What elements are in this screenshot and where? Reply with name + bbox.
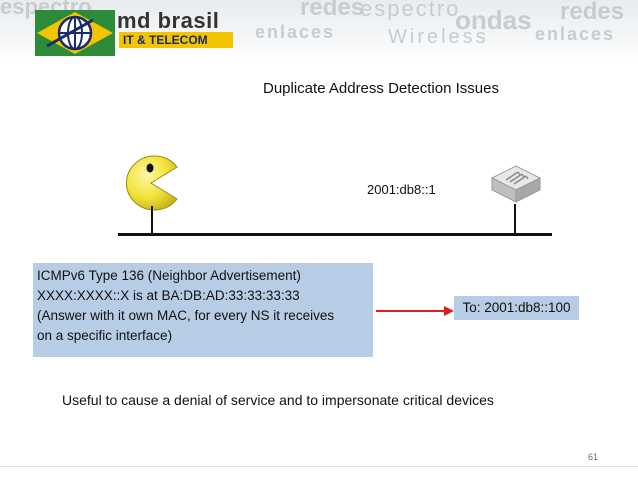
watermark-word: redes [560, 0, 625, 25]
footer-divider [0, 466, 638, 467]
arrow-right-icon [376, 306, 454, 316]
brand-tagline: IT & TELECOM [119, 32, 233, 48]
watermark-word: enlaces [255, 22, 336, 42]
pacman-icon [125, 155, 178, 211]
switch-icon [490, 165, 542, 203]
brand-name: md brasil [117, 8, 220, 33]
watermark-word: enlaces [535, 24, 616, 44]
router-address: 2001:db8::1 [367, 182, 436, 197]
message-line: XXXX:XXXX::X is at BA:DB:AD:33:33:33:33 [37, 288, 300, 303]
watermark-word: espectro [360, 0, 461, 21]
network-segment [118, 233, 552, 236]
slide-title: Duplicate Address Detection Issues [263, 80, 499, 97]
message-line: on a specific interface) [37, 328, 173, 343]
destination-box: To: 2001:db8::100 [454, 296, 579, 320]
message-line: (Answer with it own MAC, for every NS it… [37, 308, 335, 323]
watermark-word: Wireless [388, 26, 489, 48]
message-box: ICMPv6 Type 136 (Neighbor Advertisement)… [33, 263, 373, 357]
attacker-link [151, 206, 153, 234]
router-link [514, 204, 516, 234]
slide-header: espectro redes espectro ondas redes enla… [0, 0, 638, 62]
message-line: ICMPv6 Type 136 (Neighbor Advertisement) [37, 268, 301, 283]
watermark-word: redes [300, 0, 365, 21]
page-number: 61 [588, 452, 599, 462]
watermark-word: ondas [455, 5, 532, 35]
company-logo: md brasil IT & TELECOM [33, 8, 233, 58]
logo-globe-icon [35, 10, 115, 56]
slide-note: Useful to cause a denial of service and … [62, 392, 494, 408]
